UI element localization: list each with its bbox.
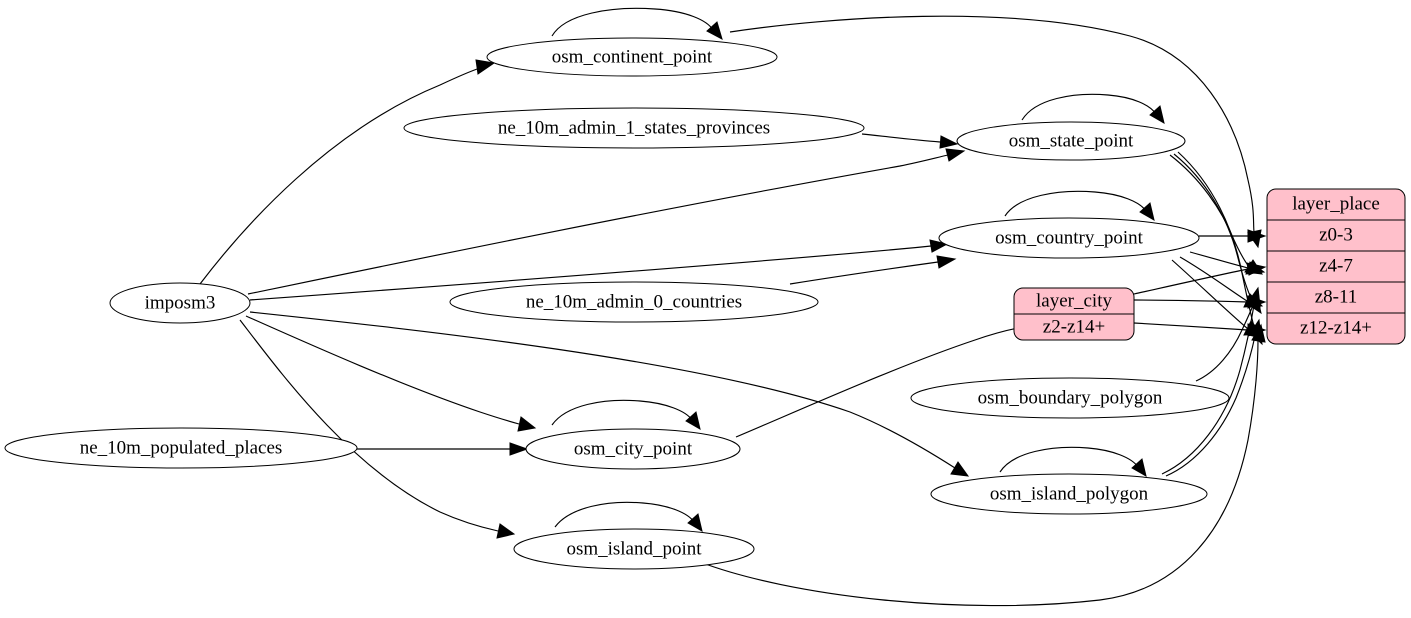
edge-osm_island_point-self-loop	[554, 501, 703, 533]
node-osm_state_point[interactable]: osm_state_point	[956, 121, 1186, 161]
edge-osm_island_polygon-to-layer_place-z8-11	[1161, 288, 1261, 475]
edge-osm_country_point-to-layer_place-z0-3	[1199, 229, 1267, 243]
edge-layer_city-to-layer_place-z4-7	[1133, 262, 1267, 295]
record-row-layer_city-z2-z14: z2-z14+	[1043, 316, 1105, 337]
edge-imposm3-to-osm_continent_point	[199, 59, 496, 285]
node-ne_10m_populated_places[interactable]: ne_10m_populated_places	[4, 427, 358, 469]
node-imposm3[interactable]: imposm3	[109, 282, 251, 324]
record-row-layer_place-z4-7: z4-7	[1319, 255, 1353, 276]
record-row-layer_city-title: layer_city	[1036, 290, 1112, 311]
node-osm_island_point[interactable]: osm_island_point	[513, 528, 755, 570]
node-label-osm_city_point: osm_city_point	[574, 438, 693, 459]
node-osm_country_point[interactable]: osm_country_point	[938, 217, 1200, 259]
edge-imposm3-to-osm_city_point	[245, 315, 537, 432]
node-label-ne_10m_admin_1_states_provinces: ne_10m_admin_1_states_provinces	[498, 117, 770, 138]
node-osm_boundary_polygon[interactable]: osm_boundary_polygon	[910, 377, 1230, 419]
record-node-layer_city[interactable]: layer_city z2-z14+	[1013, 287, 1135, 341]
node-label-osm_island_polygon: osm_island_polygon	[990, 483, 1149, 504]
edge-osm_island_polygon-self-loop	[999, 446, 1147, 478]
node-label-osm_island_point: osm_island_point	[566, 538, 702, 559]
node-label-imposm3: imposm3	[145, 292, 216, 313]
record-row-layer_place-z12-z14: z12-z14+	[1300, 317, 1372, 338]
record-row-layer_place-z8-11: z8-11	[1315, 286, 1358, 307]
record-node-layer_place[interactable]: layer_place z0-3 z4-7 z8-11 z12-z14+	[1266, 188, 1406, 345]
edge-ne_10m_admin_0_countries-to-osm_country_point	[789, 255, 957, 285]
edge-osm_city_point-self-loop	[551, 399, 701, 431]
edge-ne_10m_admin_1_states_provinces-to-osm_state_point	[861, 133, 959, 149]
node-label-osm_state_point: osm_state_point	[1009, 130, 1134, 151]
edge-osm_country_point-self-loop	[1004, 190, 1155, 222]
node-label-ne_10m_admin_0_countries: ne_10m_admin_0_countries	[526, 291, 742, 312]
node-ne_10m_admin_0_countries[interactable]: ne_10m_admin_0_countries	[449, 281, 819, 323]
record-row-layer_place-title: layer_place	[1292, 193, 1380, 214]
node-label-osm_continent_point: osm_continent_point	[552, 46, 713, 67]
record-row-layer_place-z0-3: z0-3	[1319, 224, 1353, 245]
edge-osm_continent_point-self-loop	[551, 7, 723, 41]
node-osm_city_point[interactable]: osm_city_point	[525, 428, 741, 470]
edge-imposm3-to-osm_island_point	[239, 319, 516, 539]
node-label-osm_country_point: osm_country_point	[995, 227, 1143, 248]
edge-ne_10m_populated_places-to-osm_city_point	[357, 442, 529, 456]
edge-imposm3-to-osm_island_polygon	[249, 311, 970, 477]
node-ne_10m_admin_1_states_provinces[interactable]: ne_10m_admin_1_states_provinces	[403, 107, 865, 149]
node-layer: osm_continent_point ne_10m_admin_1_state…	[4, 37, 1406, 570]
edge-osm_city_point-to-layer_city-z2-z14+	[735, 321, 1037, 438]
node-label-ne_10m_populated_places: ne_10m_populated_places	[80, 437, 283, 458]
edge-osm_state_point-to-layer_place-z4-7	[1169, 154, 1263, 275]
node-osm_island_polygon[interactable]: osm_island_polygon	[930, 473, 1208, 515]
node-label-osm_boundary_polygon: osm_boundary_polygon	[978, 387, 1163, 408]
edge-osm_state_point-self-loop	[1021, 93, 1165, 125]
edge-imposm3-to-osm_state_point	[247, 148, 966, 295]
node-osm_continent_point[interactable]: osm_continent_point	[486, 37, 778, 77]
edge-osm_island_point-to-layer_place-z12-z14+	[699, 323, 1266, 607]
